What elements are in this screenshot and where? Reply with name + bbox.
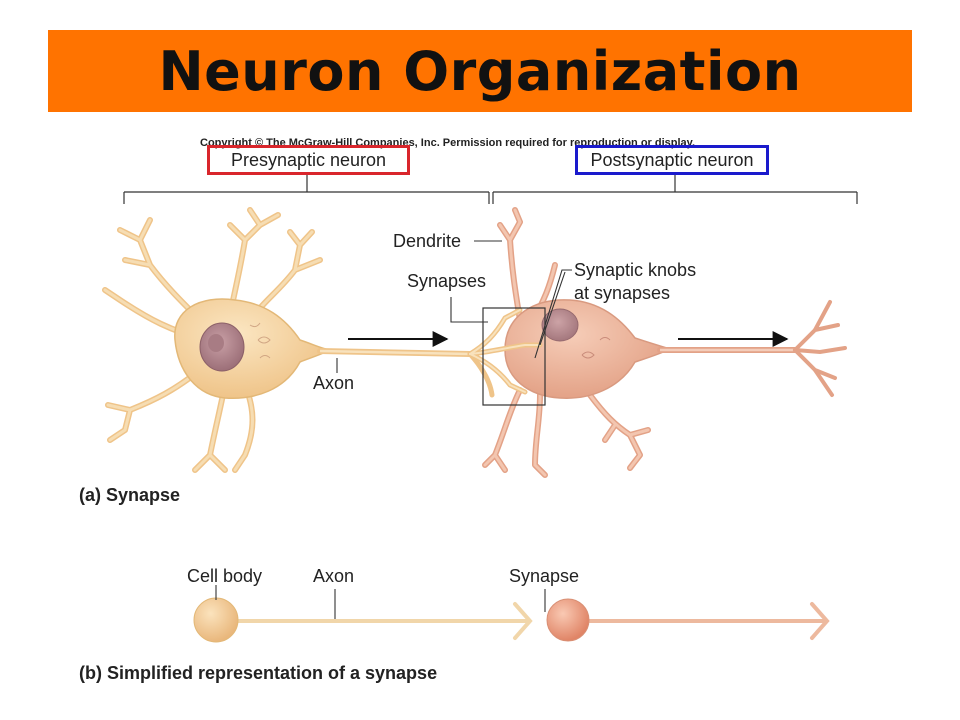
simplified-post-cell-body (546, 598, 590, 642)
synaptic-knobs-label-line1: Synaptic knobs (574, 260, 697, 280)
caption-b: (b) Simplified representation of a synap… (79, 663, 438, 683)
presynaptic-cell-body (174, 298, 333, 399)
postsynaptic-nucleus (541, 308, 579, 342)
synapses-label: Synapses (407, 271, 487, 291)
postsynaptic-cell-body (504, 299, 673, 399)
dendrite-label: Dendrite (393, 231, 462, 251)
synapse-zoom-box (482, 307, 546, 406)
page-title: Neuron Organization (158, 39, 802, 103)
cell-body-label: Cell body (187, 566, 263, 586)
synaptic-knobs-leader-2 (539, 271, 566, 346)
simplified-pre-terminal (513, 602, 533, 640)
postsynaptic-bracket (492, 175, 858, 204)
synaptic-knobs-label-line2: at synapses (574, 283, 671, 303)
title-banner: Neuron Organization (48, 30, 912, 112)
caption-a: (a) Synapse (79, 485, 181, 505)
synapse-label: Synapse (509, 566, 580, 586)
simplified-post-terminal (810, 602, 830, 640)
presynaptic-bracket (123, 175, 490, 204)
postsynaptic-axon-terminals (793, 300, 847, 397)
postsynaptic-neuron-label: Postsynaptic neuron (575, 145, 769, 175)
presynaptic-neuron-text: Presynaptic neuron (230, 149, 387, 170)
synaptic-knobs-leader (534, 269, 572, 359)
simplified-representation (193, 585, 830, 643)
simplified-cell-body (193, 597, 239, 643)
axon-label-simplified: Axon (313, 566, 355, 586)
synapses-leader (450, 297, 488, 323)
presynaptic-neuron-label: Presynaptic neuron (207, 145, 410, 175)
axon-label: Axon (313, 373, 355, 393)
postsynaptic-neuron-text: Postsynaptic neuron (590, 149, 754, 170)
